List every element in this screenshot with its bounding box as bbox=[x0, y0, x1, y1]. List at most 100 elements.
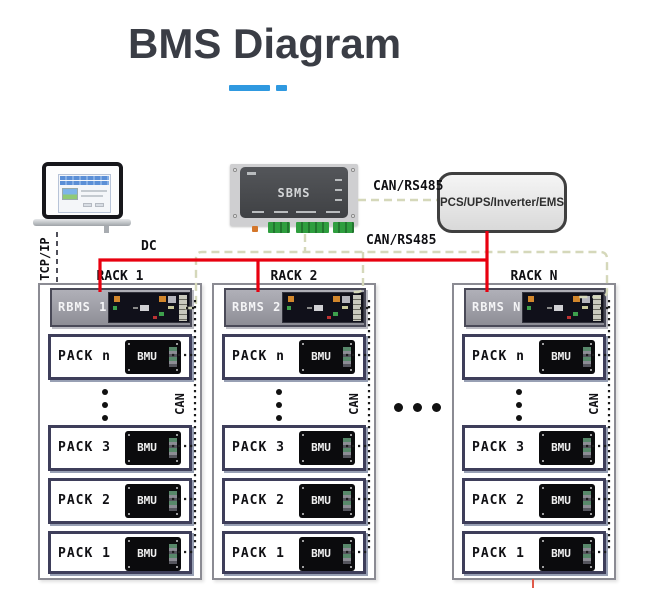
bmu-connector-pattern bbox=[343, 491, 351, 511]
rbms-display-panel bbox=[108, 292, 190, 323]
laptop-text-line bbox=[81, 195, 103, 197]
bmu-module: BMU bbox=[125, 340, 181, 374]
page-title: BMS Diagram bbox=[128, 20, 402, 67]
pack-label: PACK 2 bbox=[472, 493, 525, 508]
title-accent-dash-short bbox=[276, 85, 287, 91]
bmu-module: BMU bbox=[539, 431, 595, 465]
rbms-label: RBMS 1 bbox=[58, 300, 108, 314]
bmu-connector-pattern bbox=[343, 544, 351, 564]
sbms-controller: SBMS bbox=[240, 167, 348, 218]
battery-rack: RACK N RBMS N PACK n BMU PACK 3 bbox=[452, 269, 616, 580]
dc-label: DC bbox=[141, 239, 157, 254]
pack-label: PACK 1 bbox=[58, 546, 111, 561]
can-rs485-lower-label: CAN/RS485 bbox=[366, 233, 437, 248]
sbms-label: SBMS bbox=[277, 185, 311, 200]
can-rs485-upper-label: CAN/RS485 bbox=[373, 179, 444, 194]
rbms-unit: RBMS 1 bbox=[50, 288, 192, 327]
rbms-unit: RBMS 2 bbox=[224, 288, 366, 327]
more-packs-ellipsis bbox=[102, 389, 108, 428]
pack-label: PACK 1 bbox=[472, 546, 525, 561]
laptop-image-thumbnail bbox=[62, 188, 78, 200]
bmu-label: BMU bbox=[137, 494, 157, 507]
rack-label: RACK 1 bbox=[96, 269, 144, 284]
laptop-screen bbox=[42, 162, 123, 219]
pack-label: PACK 3 bbox=[472, 440, 525, 455]
red-tick-mark bbox=[532, 579, 534, 588]
bmu-module: BMU bbox=[125, 537, 181, 571]
laptop-app-window bbox=[58, 174, 111, 213]
bmu-label: BMU bbox=[137, 441, 157, 454]
bmu-module: BMU bbox=[125, 431, 181, 465]
pack-unit: PACK 2 BMU bbox=[48, 478, 192, 524]
bmu-connector-pattern bbox=[583, 347, 591, 367]
pack-label: PACK 1 bbox=[232, 546, 285, 561]
pack-label: PACK n bbox=[58, 349, 111, 364]
sbms-terminal-block bbox=[268, 222, 290, 233]
bmu-module: BMU bbox=[539, 537, 595, 571]
battery-rack: RACK 1 RBMS 1 PACK n BMU PACK 3 bbox=[38, 269, 202, 580]
bmu-connector-pattern bbox=[169, 544, 177, 564]
pack-unit: PACK 2 BMU bbox=[222, 478, 366, 524]
pack-unit: PACK 1 BMU bbox=[222, 531, 366, 574]
can-bus-label: CAN bbox=[173, 393, 187, 415]
bmu-module: BMU bbox=[299, 537, 355, 571]
battery-rack: RACK 2 RBMS 2 PACK n BMU PACK 3 bbox=[212, 269, 376, 580]
rbms-display-panel bbox=[282, 292, 364, 323]
pcs-ups-inverter-ems-box: PCS/UPS/Inverter/EMS bbox=[437, 172, 567, 233]
bmu-label: BMU bbox=[551, 494, 571, 507]
pack-label: PACK 3 bbox=[58, 440, 111, 455]
bmu-module: BMU bbox=[299, 431, 355, 465]
bmu-connector-pattern bbox=[169, 347, 177, 367]
bmu-connector-pattern bbox=[169, 491, 177, 511]
pack-unit: PACK 3 BMU bbox=[462, 425, 606, 471]
pack-unit: PACK 1 BMU bbox=[462, 531, 606, 574]
laptop-text-line bbox=[81, 190, 107, 192]
pack-label: PACK 2 bbox=[232, 493, 285, 508]
pack-label: PACK n bbox=[232, 349, 285, 364]
bmu-module: BMU bbox=[539, 340, 595, 374]
sbms-terminal-block bbox=[333, 222, 354, 233]
title-accent-dash-long bbox=[229, 85, 270, 91]
bmu-label: BMU bbox=[137, 547, 157, 560]
pack-unit: PACK n BMU bbox=[462, 334, 606, 380]
more-packs-ellipsis bbox=[276, 389, 282, 428]
pack-unit: PACK 2 BMU bbox=[462, 478, 606, 524]
pack-unit: PACK n BMU bbox=[222, 334, 366, 380]
bmu-connector-pattern bbox=[343, 347, 351, 367]
laptop-mini-button bbox=[83, 203, 92, 207]
rbms-unit: RBMS N bbox=[464, 288, 606, 327]
pack-label: PACK 2 bbox=[58, 493, 111, 508]
bmu-connector-pattern bbox=[343, 438, 351, 458]
rbms-display-panel bbox=[522, 292, 604, 323]
bmu-label: BMU bbox=[311, 494, 331, 507]
can-bus-label: CAN bbox=[587, 393, 601, 415]
pack-label: PACK n bbox=[472, 349, 525, 364]
laptop-toolbar bbox=[60, 181, 109, 185]
rbms-label: RBMS N bbox=[472, 300, 522, 314]
pack-unit: PACK n BMU bbox=[48, 334, 192, 380]
pack-unit: PACK 3 BMU bbox=[48, 425, 192, 471]
bmu-connector-pattern bbox=[583, 491, 591, 511]
rbms-label: RBMS 2 bbox=[232, 300, 282, 314]
bmu-connector-pattern bbox=[583, 438, 591, 458]
pack-unit: PACK 3 BMU bbox=[222, 425, 366, 471]
laptop-hinge bbox=[104, 226, 109, 233]
laptop-base bbox=[33, 219, 131, 226]
bmu-label: BMU bbox=[137, 350, 157, 363]
bmu-label: BMU bbox=[311, 350, 331, 363]
bmu-module: BMU bbox=[125, 484, 181, 518]
rack-label: RACK 2 bbox=[270, 269, 318, 284]
more-packs-ellipsis bbox=[516, 389, 522, 428]
laptop-mini-button bbox=[95, 203, 104, 207]
laptop-toolbar bbox=[60, 176, 109, 180]
bmu-module: BMU bbox=[539, 484, 595, 518]
bmu-label: BMU bbox=[551, 441, 571, 454]
bmu-label: BMU bbox=[311, 441, 331, 454]
can-bus-label: CAN bbox=[347, 393, 361, 415]
pack-unit: PACK 1 BMU bbox=[48, 531, 192, 574]
pcs-label: PCS/UPS/Inverter/EMS bbox=[440, 196, 564, 209]
bmu-connector-pattern bbox=[583, 544, 591, 564]
rack-label: RACK N bbox=[510, 269, 558, 284]
sbms-power-connector bbox=[252, 226, 258, 232]
